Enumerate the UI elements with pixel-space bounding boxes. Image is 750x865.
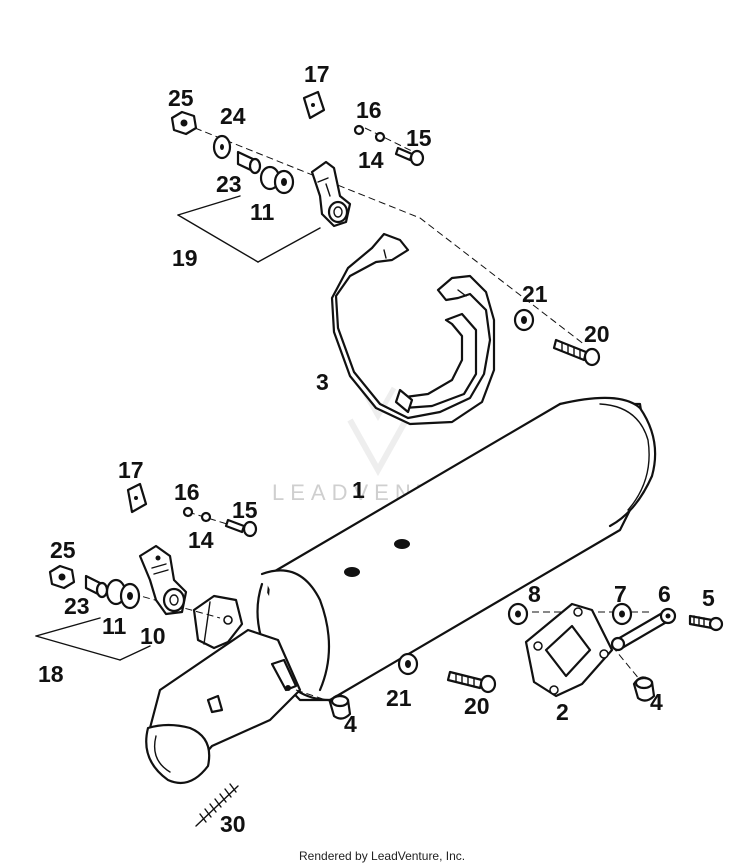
part-11-bracket-lower [138, 544, 188, 616]
part-4-bumper-right [632, 676, 656, 702]
leader-18a [35, 635, 121, 661]
part-16-washer-lower [182, 506, 194, 518]
part-20-bolt-lower [446, 670, 497, 694]
callout-15-upper: 15 [406, 125, 432, 151]
callout-4-right: 4 [650, 689, 663, 715]
callout-2: 2 [556, 699, 569, 725]
part-3-clamp-strap [330, 232, 496, 426]
part-21-washer-upper [513, 308, 535, 332]
callout-5: 5 [702, 585, 715, 611]
part-spacer-upper [236, 150, 262, 175]
callout-20-upper: 20 [584, 321, 610, 347]
part-20-bolt-upper [552, 338, 601, 367]
part-6-link-rod [610, 607, 677, 652]
callout-25-upper: 25 [168, 85, 194, 111]
callout-24: 24 [220, 103, 246, 129]
part-17-clip-lower [126, 482, 148, 514]
callout-14-lower: 14 [188, 527, 214, 553]
callout-17-upper: 17 [304, 61, 330, 87]
callout-25-lower: 25 [50, 537, 76, 563]
callout-18: 18 [38, 661, 64, 687]
callout-20-lower: 20 [464, 693, 490, 719]
callout-30: 30 [220, 811, 246, 837]
callout-21-upper: 21 [522, 281, 548, 307]
leader-23-lower [35, 617, 101, 637]
callout-16-upper: 16 [356, 97, 382, 123]
part-8-washer [507, 602, 529, 626]
callout-7: 7 [614, 581, 627, 607]
callout-6: 6 [658, 581, 671, 607]
leader-19b [257, 227, 321, 263]
callout-4-left: 4 [344, 711, 357, 737]
callout-3: 3 [316, 369, 329, 395]
callout-15-lower: 15 [232, 497, 258, 523]
part-15-bolt-lower [224, 518, 258, 538]
footer-credit: Rendered by LeadVenture, Inc. [299, 849, 465, 863]
part-11-bracket-upper [310, 160, 352, 228]
part-30-spring [195, 783, 239, 827]
part-5-bolt [688, 614, 724, 632]
callout-11-upper: 11 [250, 199, 275, 225]
callout-10: 10 [140, 623, 166, 649]
part-23-grommet-lower [105, 578, 141, 610]
leader-18b [119, 645, 151, 661]
part-17-clip-upper [302, 90, 326, 120]
callout-23-lower: 23 [64, 593, 90, 619]
callout-1: 1 [352, 477, 365, 503]
callout-23-upper: 23 [216, 171, 242, 197]
part-4-bumper-left [328, 694, 352, 720]
assembly-line-upper [194, 127, 586, 346]
leader-19a [177, 214, 259, 263]
callout-19: 19 [172, 245, 198, 271]
part-2-flange-gasket [524, 602, 614, 698]
callout-14-upper: 14 [358, 147, 384, 173]
part-16-washer-upper [353, 124, 365, 136]
part-15-bolt-upper [394, 146, 425, 167]
callout-16-lower: 16 [174, 479, 200, 505]
part-14-washer-upper [374, 131, 386, 143]
part-muffler-inlet-cone [145, 628, 302, 784]
part-25-nut-lower [48, 564, 76, 590]
part-muffler-mount-tab [192, 594, 244, 650]
assembly-line-bumper-right [611, 645, 641, 681]
callout-17-lower: 17 [118, 457, 144, 483]
part-21-washer-lower [397, 652, 419, 676]
leader-23-upper [177, 195, 241, 216]
callout-11-lower: 11 [102, 613, 127, 639]
callout-21-lower: 21 [386, 685, 412, 711]
part-24-washer [212, 134, 232, 160]
part-1-muffler-body [256, 396, 657, 702]
callout-8: 8 [528, 581, 541, 607]
part-23-grommet-upper [259, 165, 295, 195]
part-25-nut-upper [170, 110, 198, 136]
part-7-washer [611, 602, 633, 626]
part-14-washer-lower [200, 511, 212, 523]
